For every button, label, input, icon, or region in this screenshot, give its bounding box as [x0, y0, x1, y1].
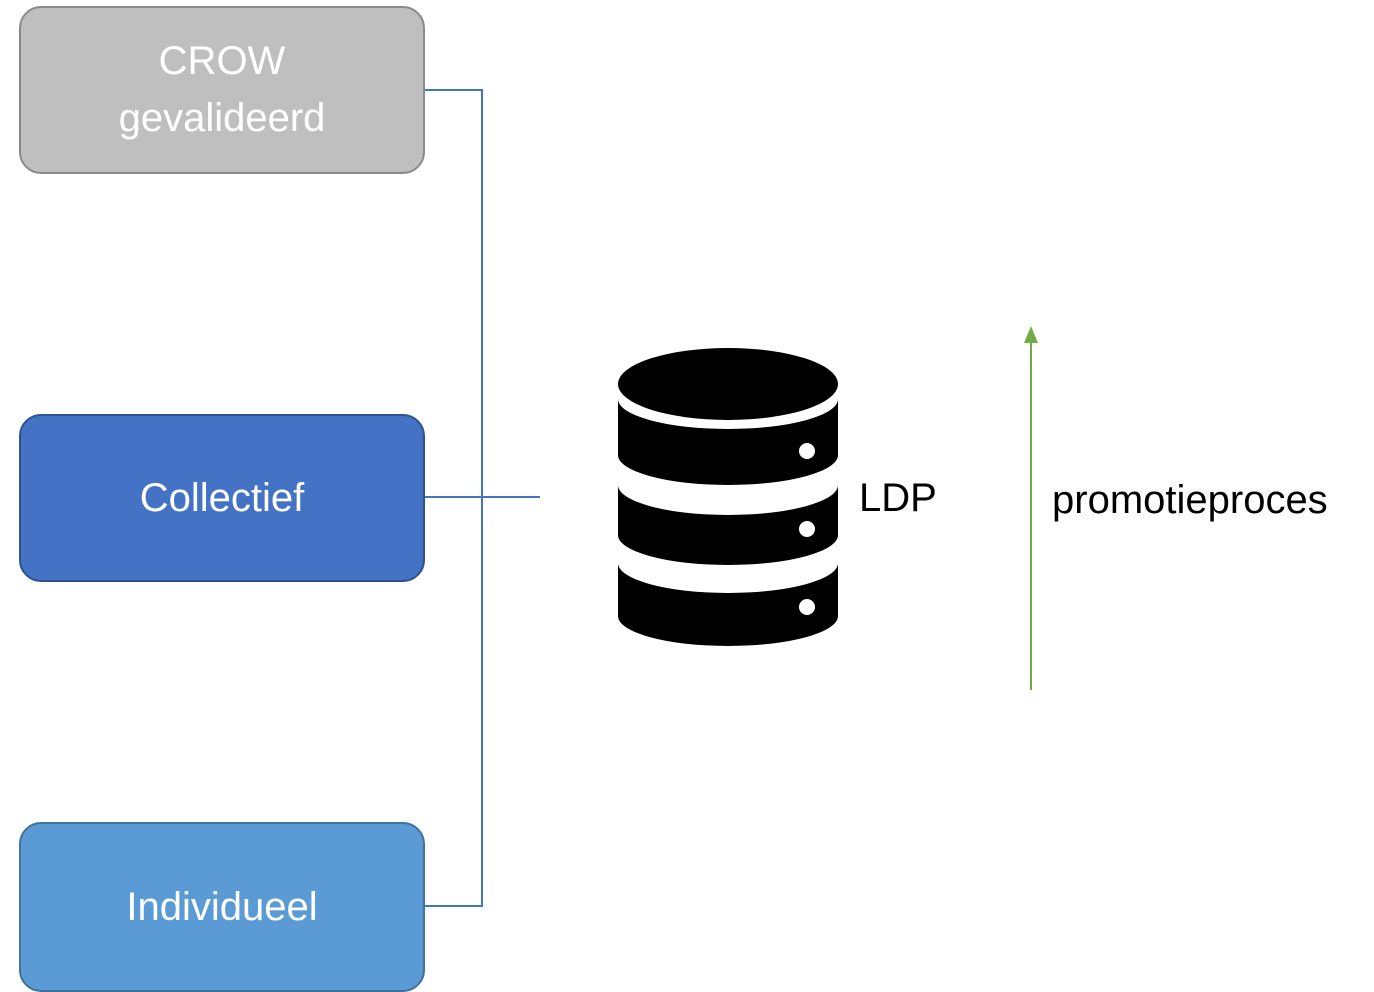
level-label-crow: CROW gevalideerd — [118, 39, 326, 140]
level-box-individueel: Individueel — [19, 822, 425, 992]
level-box-collectief: Collectief — [19, 414, 425, 582]
level-label-collectief: Collectief — [139, 475, 305, 520]
database-label: LDP — [859, 476, 937, 520]
arrow-up-icon — [1024, 326, 1038, 690]
bracket-connector — [425, 89, 540, 907]
level-box-crow: CROW gevalideerd — [19, 6, 425, 174]
process-label: promotieproces — [1052, 478, 1328, 522]
level-label-individueel: Individueel — [126, 884, 318, 929]
database-icon — [618, 348, 838, 646]
